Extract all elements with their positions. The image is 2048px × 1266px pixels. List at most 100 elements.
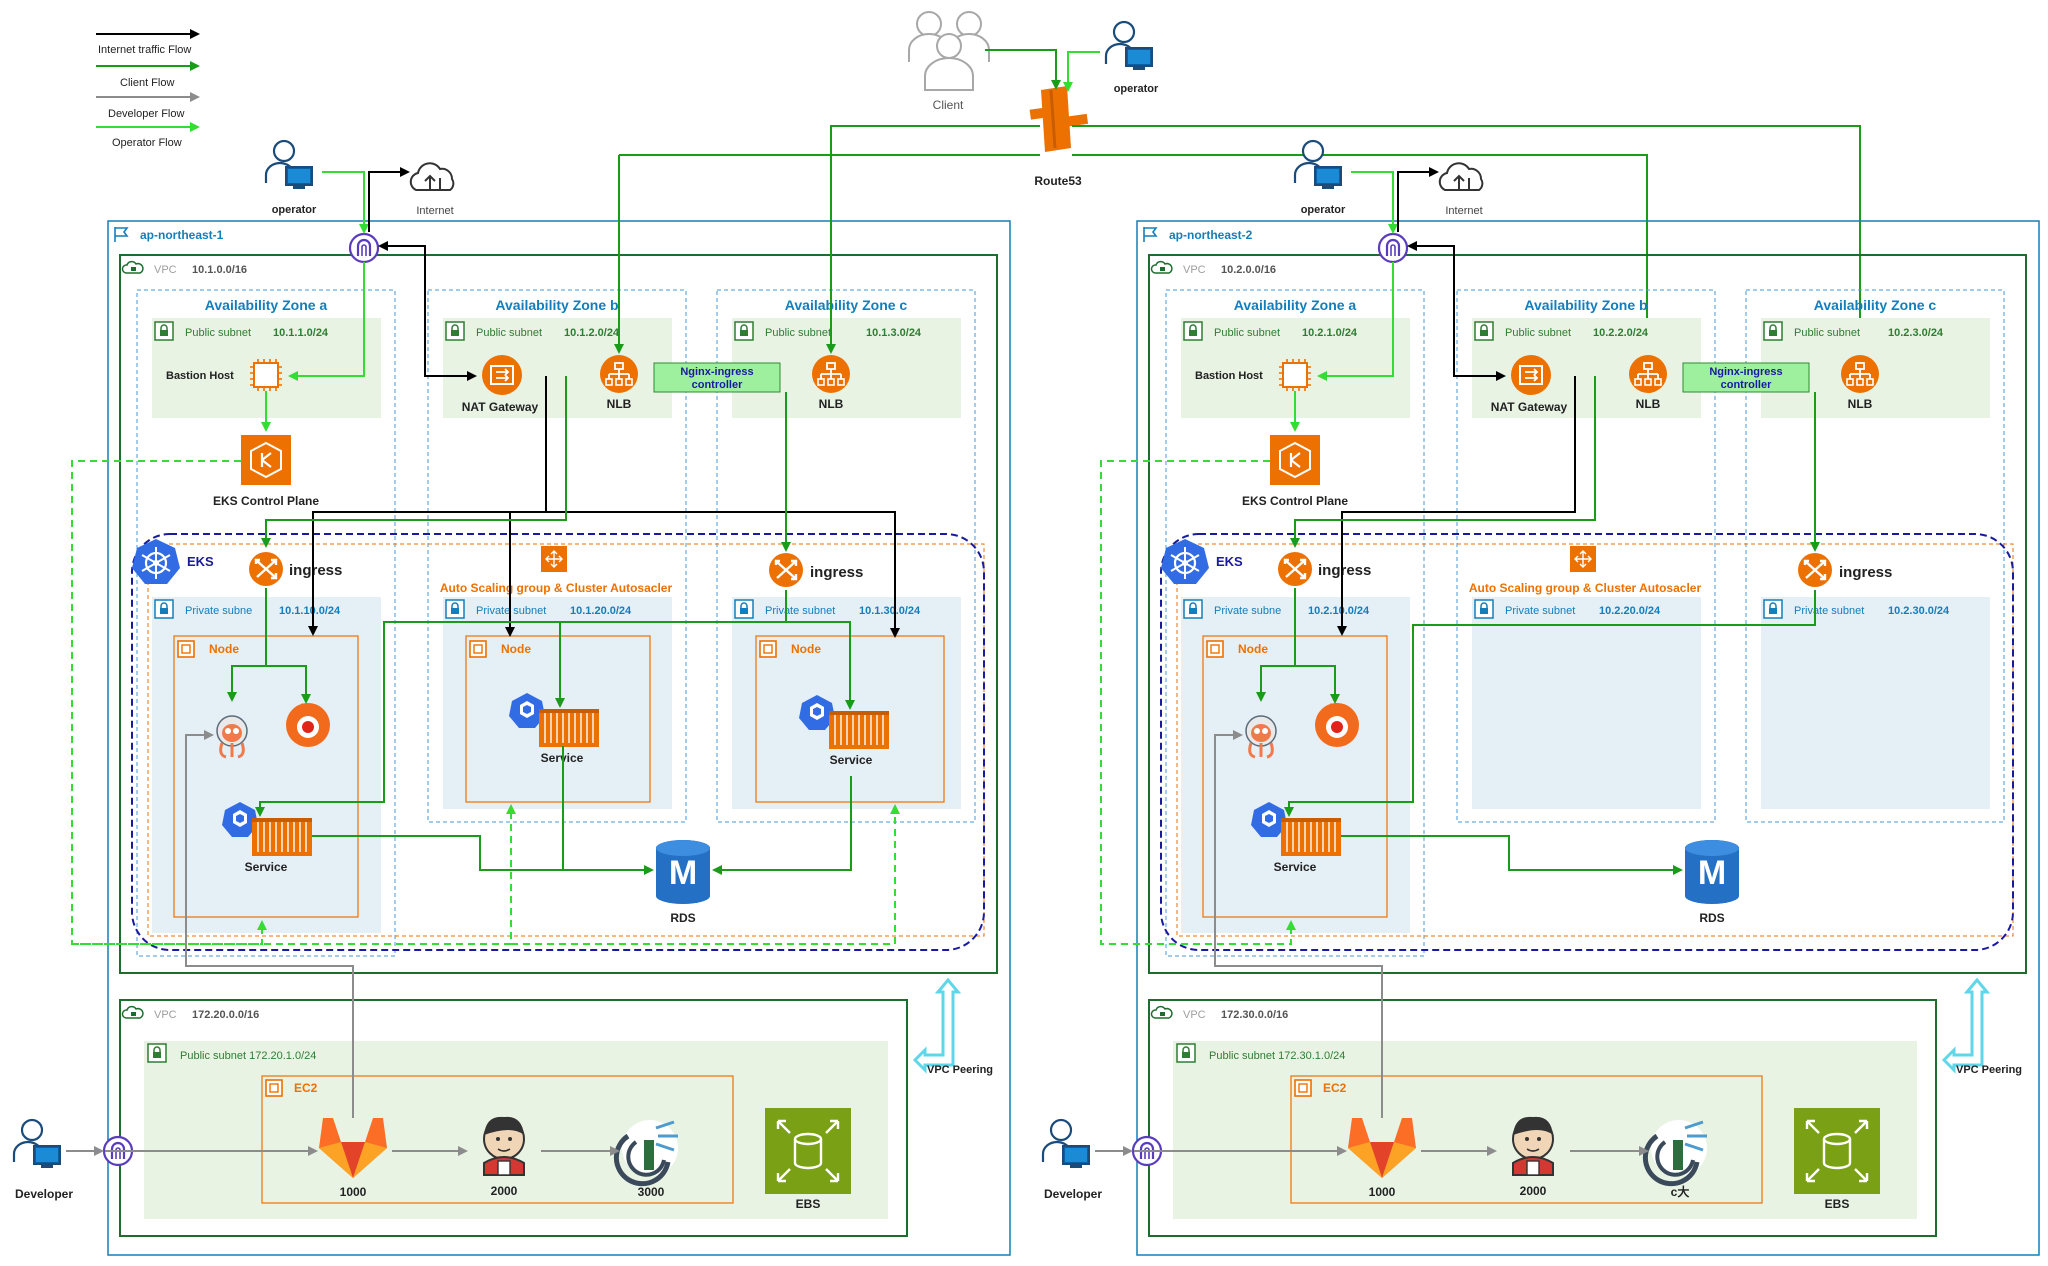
region-2-nlb-c-icon (1840, 354, 1880, 394)
region-1-ec2-icon (265, 1079, 283, 1097)
operator-to-route53 (1063, 51, 1100, 92)
region-1-jenkins-port: 2000 (491, 1184, 518, 1198)
region-2-vpc-label: VPC (1183, 264, 1206, 276)
client-label: Client (933, 98, 964, 112)
region-1-nlb-c-label: NLB (819, 397, 844, 411)
region-1-rds-label: RDS (670, 911, 695, 925)
r1-operator-to-igw (322, 171, 369, 234)
region-1-dev-vpc-icon (121, 1002, 145, 1024)
region-2-nat-icon (1510, 354, 1552, 396)
region-2-az-b (1456, 289, 1716, 823)
region-1-vpc-cidr: 10.1.0.0/16 (192, 264, 247, 276)
region-2-private-b-label: Private subnet (1505, 605, 1575, 617)
region-2-dev-vpc-label: VPC (1183, 1009, 1206, 1021)
r2-operator-to-igw (1351, 171, 1398, 234)
region-2-dev-vpc-icon (1150, 1002, 1174, 1024)
r2-igw-to-bastion (1317, 262, 1394, 381)
r1-ingress-to-grafana (266, 665, 311, 704)
region-1-private-b-cidr: 10.1.20.0/24 (570, 605, 632, 617)
region-2-eks-box (1160, 533, 2014, 951)
r2-nat-to-igw (1407, 241, 1455, 376)
region-2-igw-icon (1377, 232, 1409, 264)
region-1-developer-label: Developer (15, 1187, 73, 1201)
region-2-grafana-icon (1315, 703, 1359, 747)
route53-to-r1-nlb-c (830, 125, 1040, 130)
clients-icon (908, 11, 990, 91)
region-2-developer-icon (1041, 1118, 1091, 1170)
region-2-gitlab-port: 1000 (1369, 1185, 1396, 1199)
legend-client: Client Flow (120, 77, 174, 89)
region-2-nginx-box (1682, 362, 1810, 393)
region-2-nlb-c-label: NLB (1848, 397, 1873, 411)
region-2-ec2-label: EC2 (1323, 1081, 1347, 1095)
r1-nat-to-node-c (546, 511, 900, 638)
region-2-peering-icon (1941, 977, 1991, 1074)
region-2-asg-icon (1569, 545, 1597, 573)
region-2-az-c-title: Availability Zone c (1814, 297, 1937, 313)
region-2: ap-northeast-2 VPC 10.2.0.0/16 Availabil… (1136, 220, 2040, 1256)
region-1-eks-box (131, 533, 985, 951)
region-1-ec2-label: EC2 (294, 1081, 318, 1095)
r1-ingress-to-service-c (786, 621, 855, 710)
region-1-peering-icon (912, 977, 962, 1074)
region-1-node-c-label: Node (791, 642, 821, 656)
legend-developer: Developer Flow (108, 108, 184, 120)
region-2-ingress-c-icon (1796, 551, 1834, 589)
region-1-private-subnet-c (732, 597, 961, 809)
route53-flows (619, 125, 1865, 354)
region-1-az-b-title: Availability Zone b (495, 297, 618, 313)
region-2-ingress-a-icon (1276, 550, 1314, 588)
r2-cp-to-nodes (1100, 460, 1296, 945)
region-2-rds-label: RDS (1699, 911, 1724, 925)
region-2-border (1136, 220, 2040, 1256)
r1-igw-to-nat (380, 245, 477, 381)
r1-ingress-to-service-a (255, 621, 786, 817)
region-1-ebs-icon (763, 1106, 853, 1196)
region-1-private-subnet-b (443, 597, 672, 809)
region-1-igw-icon (348, 232, 380, 264)
region-1-flag-icon (110, 223, 134, 245)
region-2-public-c-label: Public subnet (1794, 327, 1860, 339)
region-2-vpc-icon (1150, 257, 1174, 279)
region-2-flag-icon (1139, 223, 1163, 245)
region-1-az-c (716, 289, 976, 823)
region-2-private-b-cidr: 10.2.20.0/24 (1599, 605, 1661, 617)
region-1-private-c-label: Private subnet (765, 605, 835, 617)
region-1-node-a-icon (177, 640, 195, 658)
region-2-sonarqube-port: c大 (1671, 1184, 1690, 1199)
region-2-private-subnet-b (1472, 597, 1701, 809)
region-1-container-c-icon (828, 710, 890, 750)
operator-top-icon (1104, 20, 1154, 72)
r2-nlb-to-ingress-a (1290, 376, 1596, 548)
region-2-dev-subnet-lock-icon (1176, 1043, 1196, 1063)
region-2-name: ap-northeast-2 (1169, 228, 1253, 242)
region-1-sonarqube-port: 3000 (638, 1185, 665, 1199)
operator-top-label: operator (1114, 83, 1159, 95)
region-2-az-a-title: Availability Zone a (1234, 297, 1357, 313)
region-1-internet-icon (409, 162, 455, 191)
region-1-public-b-cidr: 10.1.2.0/24 (564, 327, 620, 339)
region-1-public-b-lock-icon (445, 321, 465, 341)
region-2-public-a-cidr: 10.2.1.0/24 (1302, 327, 1358, 339)
r2-ingress-to-grafana (1295, 665, 1340, 704)
region-2-node-a-icon (1206, 640, 1224, 658)
r2-nat-to-node-a (1337, 376, 1576, 636)
r2-ingress-to-service-a (1284, 590, 1816, 817)
region-2-public-b-label: Public subnet (1505, 327, 1571, 339)
client-to-route53 (985, 49, 1061, 90)
region-1-az-a-title: Availability Zone a (205, 297, 328, 313)
region-1-eks-cp-icon (239, 433, 293, 487)
region-1-public-a-cidr: 10.1.1.0/24 (273, 327, 329, 339)
route53-icon (1029, 86, 1089, 152)
region-1-bastion-label: Bastion Host (166, 370, 234, 382)
region-1-ingress-a-icon (247, 550, 285, 588)
r1-ingress-to-argo (227, 588, 267, 702)
region-2-public-c-lock-icon (1763, 321, 1783, 341)
region-2-container-a-icon (1280, 817, 1342, 857)
region-2-public-a-label: Public subnet (1214, 327, 1280, 339)
region-2-private-c-label: Private subnet (1794, 605, 1864, 617)
region-1-nlb-b-icon (599, 354, 639, 394)
r2-igw-to-internet (1397, 167, 1439, 232)
region-1-public-b-label: Public subnet (476, 327, 542, 339)
